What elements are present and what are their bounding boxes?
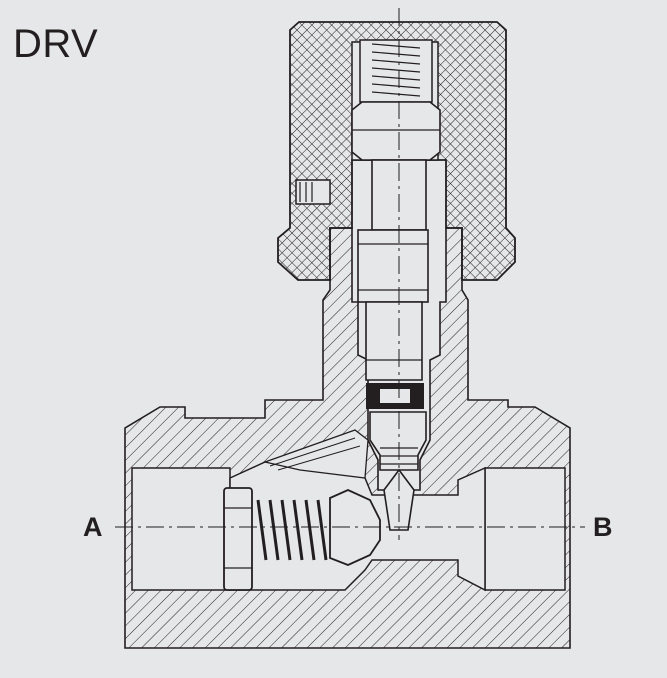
spring bbox=[256, 499, 328, 561]
spindle bbox=[357, 159, 429, 531]
spring-plug bbox=[223, 487, 253, 591]
centerline bbox=[115, 8, 585, 540]
set-screw bbox=[295, 179, 331, 205]
port-b-label: B bbox=[593, 512, 613, 542]
right-bore bbox=[484, 467, 566, 591]
diagram-title: DRV bbox=[13, 22, 99, 66]
needle-tip bbox=[383, 468, 415, 531]
hex-nut bbox=[351, 101, 441, 161]
knob[interactable] bbox=[277, 21, 516, 281]
lock-screw bbox=[359, 39, 433, 103]
valve-body bbox=[124, 227, 571, 649]
left-bore bbox=[131, 467, 231, 591]
spindle-lower bbox=[365, 301, 423, 381]
spindle-collar bbox=[357, 229, 429, 303]
port-a-label: A bbox=[83, 512, 103, 542]
